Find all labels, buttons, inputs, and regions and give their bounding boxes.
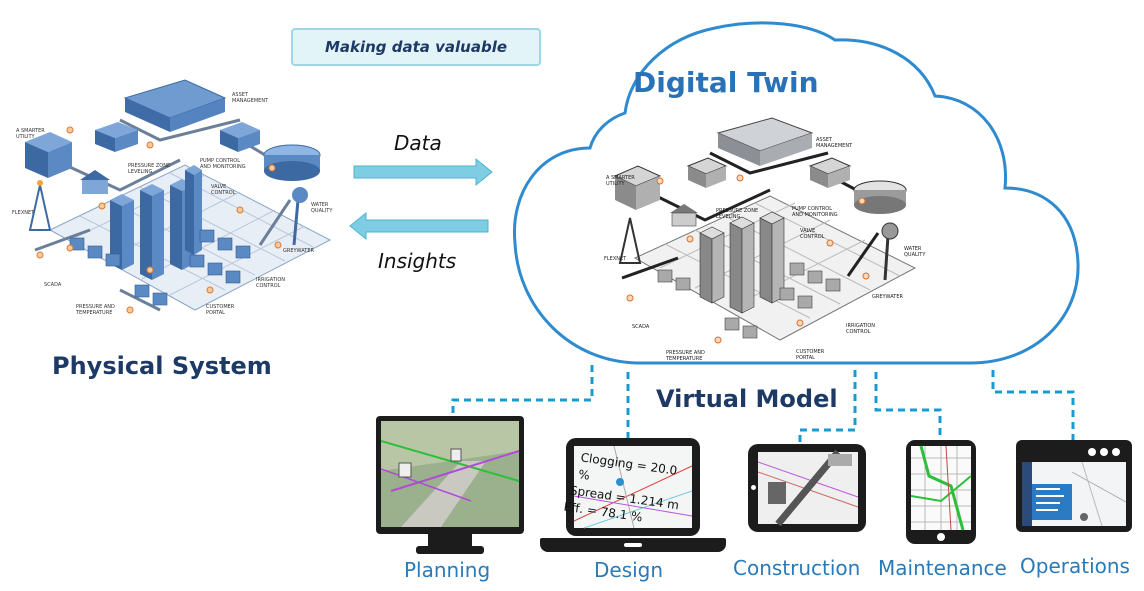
label-greywater: GREYWATER (283, 248, 314, 254)
construction-label: Construction (733, 556, 861, 580)
twin-label-pressure-temp: PRESSURE AND TEMPERATURE (666, 350, 705, 362)
construction-home-button (751, 485, 756, 490)
label-flexnet: FLEXNET (12, 210, 35, 216)
virtual-model-title: Virtual Model (656, 385, 838, 413)
construction-screen (757, 449, 859, 527)
twin-label-pump: PUMP CONTROL AND MONITORING (792, 206, 838, 218)
planning-screen (380, 421, 520, 527)
label-customer: CUSTOMER PORTAL (206, 304, 235, 316)
twin-city-illustration (613, 117, 917, 344)
insights-label: Insights (378, 249, 457, 273)
connector-operations (991, 370, 1075, 440)
label-valve: VALVE CONTROL (211, 184, 236, 196)
design-readout: Clogging = 20.0 % Spread = 1.214 m Eff. … (561, 448, 693, 544)
twin-label-scada: SCADA (632, 324, 650, 330)
connector-planning (451, 365, 594, 418)
design-laptop-notch (624, 543, 642, 547)
twin-label-flexnet: FLEXNET (604, 256, 627, 262)
design-label: Design (594, 558, 664, 582)
data-label: Data (394, 131, 442, 155)
badge-text: Making data valuable (324, 38, 508, 56)
planning-monitor-neck (428, 534, 472, 546)
twin-label-irrigation: IRRIGATION CONTROL (846, 323, 876, 335)
physical-system-title: Physical System (52, 352, 272, 380)
connector-maintenance (874, 372, 942, 440)
digital-twin-title: Digital Twin (633, 66, 819, 99)
label-irrigation: IRRIGATION CONTROL (256, 277, 286, 289)
label-pressure-zone: PRESSURE ZONE LEVELING (128, 163, 171, 175)
physical-city-illustration (25, 79, 332, 314)
label-asset: ASSET MANAGEMENT (232, 92, 269, 104)
maintenance-label: Maintenance (878, 556, 1007, 580)
twin-label-customer: CUSTOMER PORTAL (796, 349, 825, 361)
making-data-valuable-badge: Making data valuable (291, 28, 541, 66)
label-scada: SCADA (44, 282, 62, 288)
planning-monitor-base (416, 546, 484, 554)
insights-arrow (349, 211, 489, 241)
twin-label-asset: ASSET MANAGEMENT (816, 137, 853, 149)
operations-label: Operations (1020, 554, 1130, 578)
operations-dots-icon (1088, 448, 1124, 458)
twin-label-smarter: A SMARTER UTILITY (606, 175, 635, 187)
operations-screen (1022, 461, 1127, 527)
maintenance-home-button (937, 533, 945, 541)
label-pump: PUMP CONTROL AND MONITORING (200, 158, 246, 170)
digital-twin-cloud (512, 21, 1080, 365)
design-screen (573, 445, 693, 529)
label-smarter: A SMARTER UTILITY (16, 128, 45, 140)
connector-construction (798, 370, 857, 446)
twin-label-greywater: GREYWATER (872, 294, 903, 300)
twin-label-water: WATER QUALITY (904, 246, 926, 258)
twin-label-pressure-zone: PRESSURE ZONE LEVELING (716, 208, 759, 220)
data-arrow (353, 157, 493, 187)
planning-label: Planning (404, 558, 491, 582)
maintenance-screen (910, 445, 972, 531)
twin-label-valve: VALVE CONTROL (800, 228, 825, 240)
label-pressure-temp: PRESSURE AND TEMPERATURE (76, 304, 115, 316)
label-water: WATER QUALITY (311, 202, 333, 214)
